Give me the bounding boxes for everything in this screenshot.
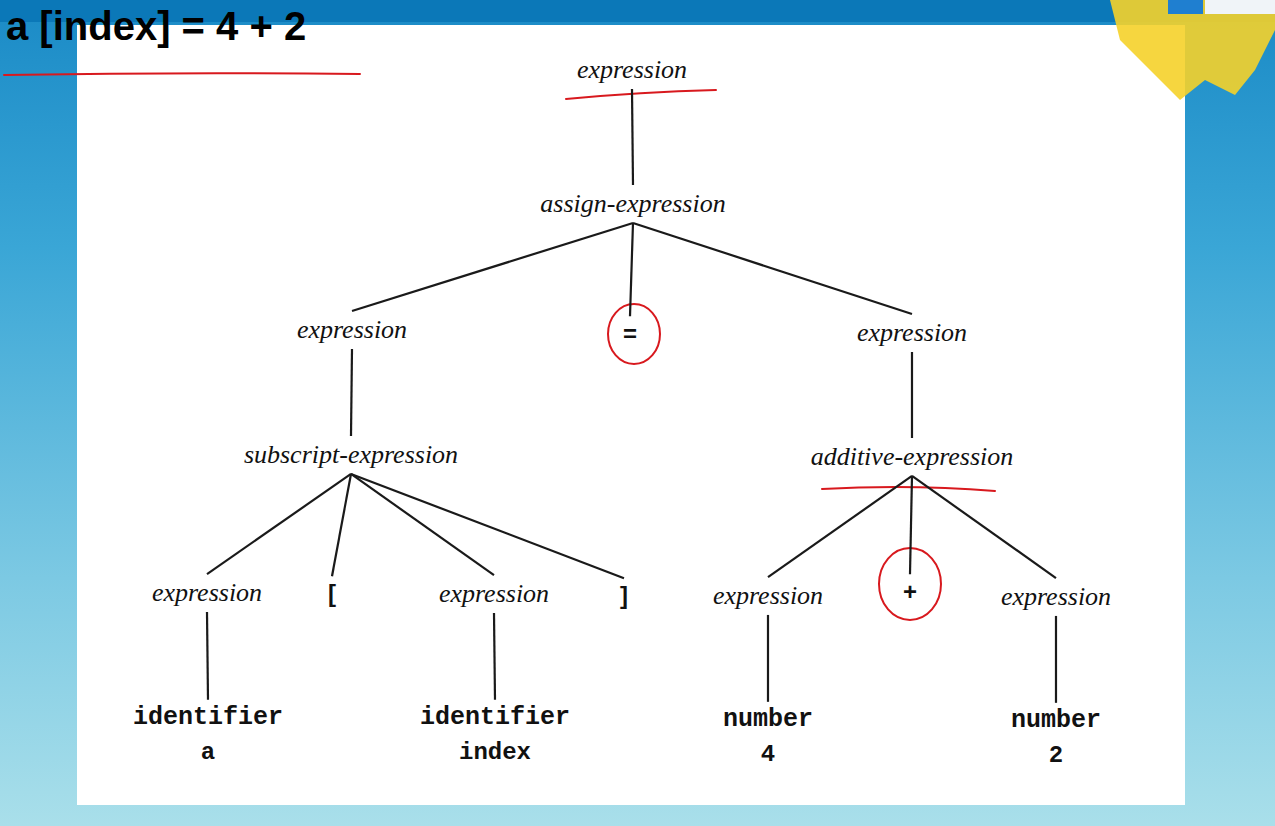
tree-edge [633, 223, 912, 314]
tree-edge [912, 476, 1056, 578]
node-label: identifier [420, 704, 570, 733]
tree-edge [632, 89, 633, 185]
tree-edge [351, 474, 624, 578]
operator-node: + [898, 576, 922, 608]
operator-node: = [618, 318, 642, 350]
token-value: 4 [761, 741, 775, 769]
nonterminal-node: expression [434, 577, 554, 611]
node-label: subscript-expression [244, 440, 458, 470]
node-label: expression [297, 315, 407, 345]
operator-node: [ [323, 578, 341, 610]
nonterminal-node: expression [708, 579, 828, 613]
node-label: expression [1001, 582, 1111, 612]
tree-edge [332, 474, 351, 576]
node-label: = [623, 320, 637, 348]
operator-node: ] [615, 580, 633, 612]
node-label: expression [152, 578, 262, 608]
nonterminal-node: expression [996, 580, 1116, 614]
slide-panel [77, 25, 1185, 805]
nonterminal-node: assign-expression [535, 187, 730, 221]
node-label: expression [439, 579, 549, 609]
node-label: number [723, 706, 813, 735]
nonterminal-node: additive-expression [806, 440, 1019, 474]
token-value: 2 [1049, 742, 1063, 770]
node-label: expression [577, 55, 687, 85]
terminal-node: identifier a [128, 702, 288, 768]
node-label: [ [328, 580, 336, 608]
node-label: expression [857, 318, 967, 348]
tree-edge [494, 613, 495, 700]
tree-edge [1055, 616, 1057, 703]
tree-edge [352, 223, 633, 311]
terminal-node: identifier index [415, 702, 575, 768]
node-label: + [903, 578, 917, 606]
node-label: number [1011, 707, 1101, 736]
tree-edge [767, 615, 769, 702]
node-label: expression [713, 581, 823, 611]
nonterminal-node: expression [572, 53, 692, 87]
red-annotations [4, 73, 995, 620]
node-label: ] [620, 582, 628, 610]
tree-edge [207, 612, 208, 700]
terminal-node: number 4 [718, 704, 818, 770]
terminal-node: number 2 [1006, 705, 1106, 771]
tree-edge [768, 476, 912, 577]
nonterminal-node: expression [292, 313, 412, 347]
tree-edge [207, 474, 351, 574]
node-label: identifier [133, 704, 283, 733]
node-label: additive-expression [811, 442, 1014, 472]
tree-edge [351, 349, 352, 436]
heading: a [index] = 4 + 2 [6, 4, 306, 48]
nonterminal-node: expression [852, 316, 972, 350]
tree-edge [351, 474, 494, 575]
cartoon-bird [1110, 0, 1275, 100]
tree-edge [910, 476, 912, 574]
node-label: assign-expression [540, 189, 725, 219]
nonterminal-node: subscript-expression [239, 438, 463, 472]
tree-edge [911, 352, 913, 438]
tree-edge [630, 223, 633, 316]
token-value: a [201, 739, 215, 767]
token-value: index [459, 739, 531, 767]
nonterminal-node: expression [147, 576, 267, 610]
